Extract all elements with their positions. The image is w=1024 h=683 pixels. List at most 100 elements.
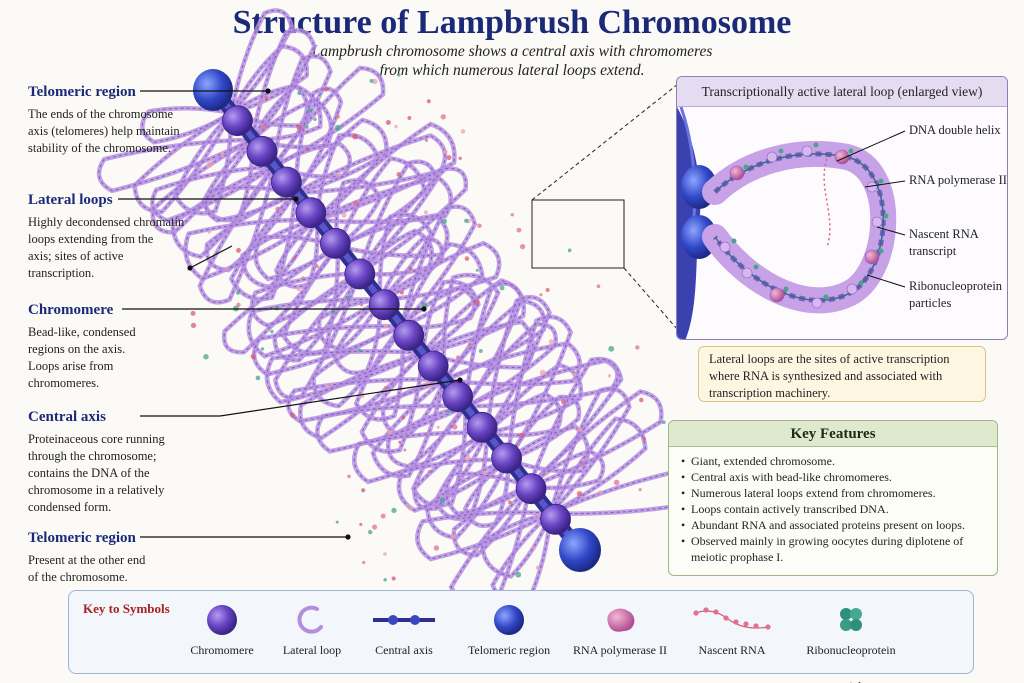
particle: [535, 565, 540, 570]
particle: [398, 440, 402, 444]
particle: [426, 99, 431, 104]
particle: [458, 156, 462, 161]
particle: [396, 172, 402, 177]
lateral-loop: [298, 350, 426, 441]
particle: [441, 218, 448, 224]
chromomere: [222, 105, 253, 137]
particle: [397, 73, 401, 77]
particle: [477, 223, 482, 228]
particle: [369, 79, 374, 83]
particle: [598, 490, 603, 495]
particle: [307, 108, 313, 113]
chromomere: [442, 381, 474, 413]
ribonucleoprotein-icon: [840, 608, 862, 631]
particle: [548, 339, 554, 345]
central-axis-icon: [373, 615, 435, 625]
particle: [519, 433, 525, 439]
chromomere: [393, 319, 425, 351]
telomeric-region-icon: [494, 605, 524, 635]
particle: [399, 290, 404, 295]
particle: [401, 415, 405, 420]
particle: [451, 534, 457, 539]
particle: [464, 256, 470, 261]
label-telomeric-bottom: Telomeric region Present at the other en…: [28, 530, 146, 584]
particle: [571, 372, 577, 377]
zoom-indicator: [531, 83, 679, 331]
key-item-telomeric-region: Telomeric region: [457, 603, 561, 658]
particle: [236, 247, 241, 253]
telomeric-region-bottom: [559, 528, 601, 572]
page-title: Structure of Lampbrush Chromosome: [232, 4, 792, 41]
particle: [465, 454, 471, 461]
rna-polymerase: [729, 165, 745, 181]
particle: [335, 114, 340, 119]
particle: [478, 349, 483, 353]
particle: [443, 149, 448, 154]
particle: [455, 355, 461, 360]
lateral-loops: [96, 8, 706, 612]
chromomere: [319, 227, 351, 259]
particle: [334, 124, 341, 131]
particle: [290, 412, 296, 418]
particle: [561, 399, 567, 405]
particle: [639, 397, 644, 403]
particle: [482, 470, 487, 475]
enlarged-leader-lines: [836, 130, 906, 288]
particle: [323, 87, 329, 92]
particle: [460, 129, 466, 134]
particle: [499, 285, 505, 291]
particle: [446, 155, 452, 161]
particle: [433, 545, 440, 551]
particle: [360, 303, 364, 307]
telomeric-region-top: [193, 69, 233, 111]
feature-item: Numerous lateral loops extend from chrom…: [681, 485, 987, 501]
rnp-particle: [811, 297, 823, 309]
particle: [292, 256, 296, 261]
rna-polymerase: [864, 249, 880, 265]
particle: [661, 420, 666, 425]
key-item-nascent-rna: Nascent RNA: [677, 603, 787, 658]
feature-item: Observed mainly in growing oocytes durin…: [681, 533, 987, 565]
chromomere: [246, 135, 278, 167]
rnp-particle: [846, 283, 858, 295]
particle: [613, 479, 620, 486]
particle: [387, 429, 393, 435]
particle: [335, 520, 339, 524]
leader-lines: [118, 88, 463, 540]
particle: [475, 268, 479, 272]
key-item-lateral-loop: Lateral loop: [267, 603, 357, 658]
particle: [190, 322, 197, 329]
enlarged-loop-drawing: [677, 106, 906, 339]
particle: [515, 571, 522, 578]
particle: [314, 264, 319, 269]
particle: [383, 386, 388, 391]
symbol-key: Key to Symbols Chromomere Lateral loop C…: [68, 590, 974, 683]
particle: [596, 284, 601, 289]
particle: [383, 323, 389, 329]
particle: [545, 288, 550, 292]
feature-item: Abundant RNA and associated proteins pre…: [681, 517, 987, 533]
particle: [352, 133, 359, 140]
particle: [224, 266, 228, 271]
chromomere: [295, 197, 327, 229]
enlarged-loop-panel: Transcriptionally active lateral loop (e…: [676, 76, 1008, 340]
particle: [361, 488, 366, 493]
particle: [359, 522, 363, 527]
particle: [635, 345, 640, 350]
particle: [467, 343, 472, 347]
particle: [536, 513, 541, 518]
feature-item: Central axis with bead-like chromomeres.: [681, 469, 987, 485]
particle: [394, 124, 398, 129]
feature-item: Giant, extended chromosome.: [681, 453, 987, 469]
key-features-box: Key Features Giant, extended chromosome.…: [668, 420, 998, 576]
particle: [371, 524, 378, 530]
particle: [439, 497, 446, 504]
particle: [331, 309, 336, 314]
particle: [346, 295, 350, 300]
particle: [357, 348, 362, 353]
chromomere: [466, 411, 498, 443]
particle: [440, 114, 446, 120]
chromomere: [491, 442, 523, 474]
